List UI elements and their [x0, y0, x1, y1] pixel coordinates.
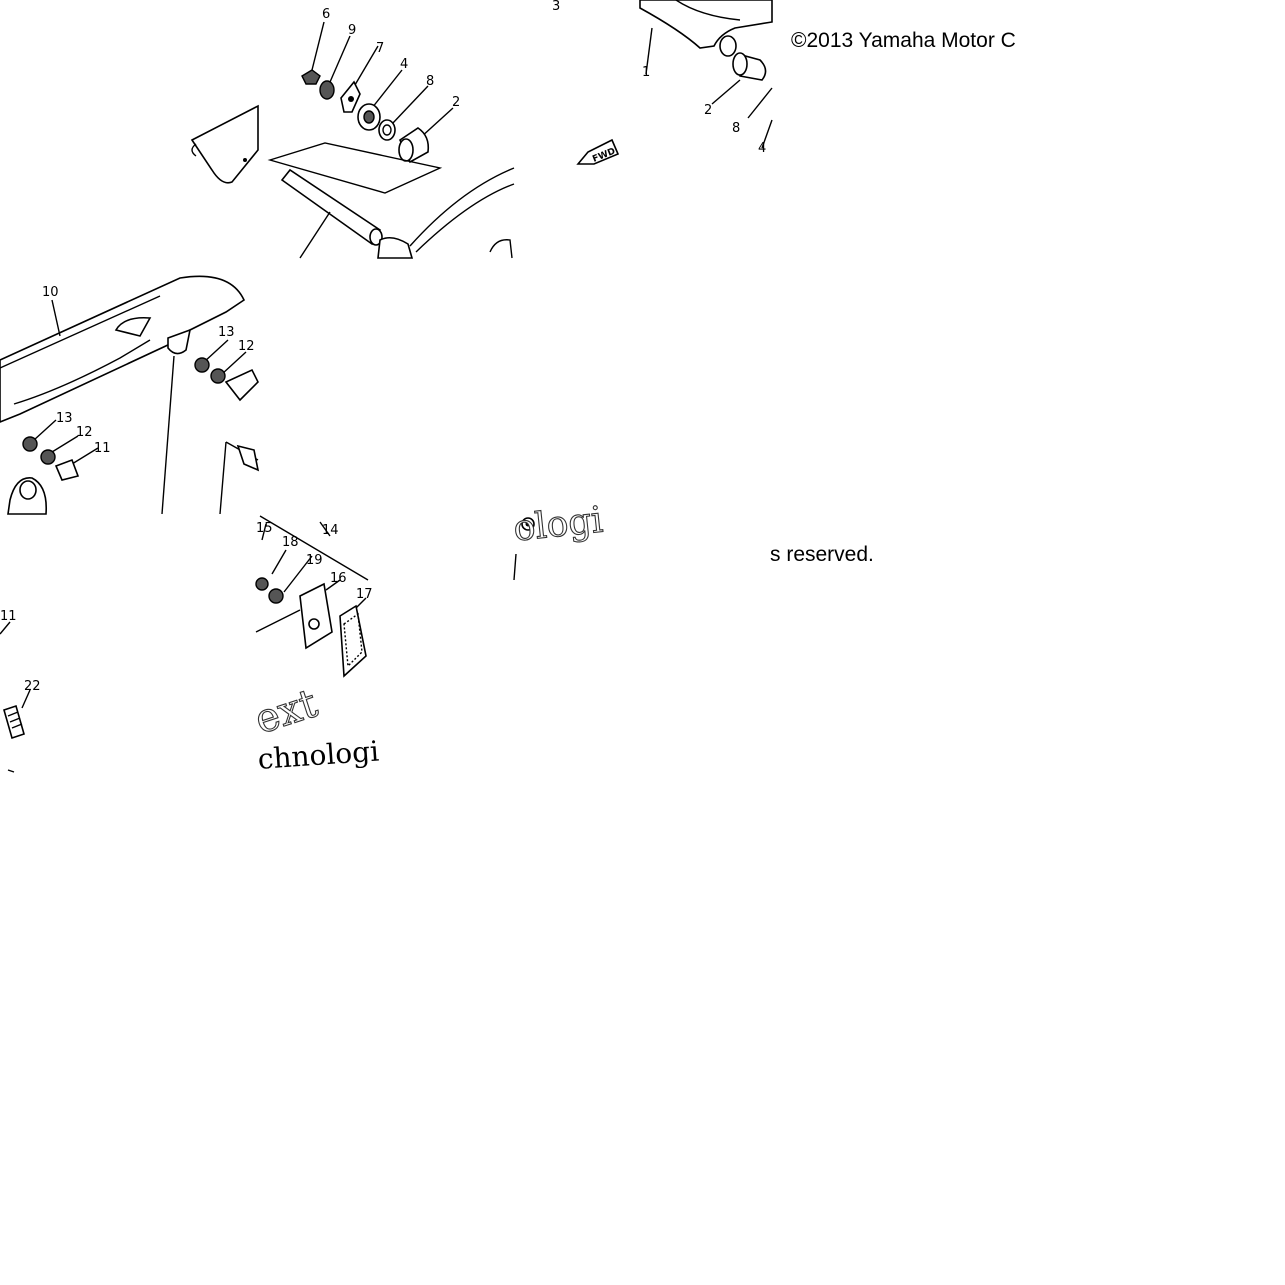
- washer-12: [210, 368, 226, 384]
- callout-13: 13: [218, 325, 235, 340]
- tile-swingarm-pivot: [576, 0, 773, 165]
- callout-4b: 4: [758, 141, 766, 156]
- tile-bushing-exploded: [267, 21, 515, 259]
- callout-11b: 11: [0, 609, 17, 624]
- bracket-16: [299, 582, 333, 650]
- callout-1: 1: [642, 65, 650, 80]
- watermark-fragment-1: ologi: [512, 500, 605, 550]
- callout-labels: 6 9 7 4 8 2 3 1 2 8 4 FWD 10 13 12 13 12…: [0, 0, 766, 694]
- callout-12: 12: [238, 339, 255, 354]
- callout-4: 4: [400, 57, 408, 72]
- callout-6: 6: [322, 7, 330, 22]
- callout-8b: 8: [732, 121, 740, 136]
- bolt-11: [224, 368, 259, 402]
- callout-7: 7: [376, 41, 384, 56]
- tile-reflector-bracket: [255, 515, 369, 678]
- chain-guard-10: [0, 275, 246, 423]
- watermark-fragment-3: chnologi: [257, 735, 380, 776]
- tile-fragment-bottom-left: [0, 621, 31, 773]
- tile-fragment-middle: [513, 517, 535, 581]
- callout-17: 17: [356, 587, 373, 602]
- bolt-22: [3, 704, 25, 740]
- callout-2b: 2: [704, 103, 712, 118]
- callout-15: 15: [256, 521, 273, 536]
- washer-9: [319, 80, 335, 100]
- nut-6: [301, 69, 321, 85]
- callout-10: 10: [42, 285, 59, 300]
- washer-13: [194, 357, 210, 373]
- reflector-17: [339, 604, 367, 678]
- callout-13b: 13: [56, 411, 73, 426]
- callout-16: 16: [330, 571, 347, 586]
- callout-2: 2: [452, 95, 460, 110]
- fwd-arrow: [576, 138, 620, 165]
- callout-9: 9: [348, 23, 356, 38]
- callout-8: 8: [426, 74, 434, 89]
- washer-8: [378, 119, 396, 141]
- tile-chain-guard: [0, 275, 260, 515]
- copyright-line-2: s reserved.: [770, 543, 874, 566]
- tile-top-left: [190, 104, 259, 184]
- callout-11: 11: [94, 441, 111, 456]
- callout-14: 14: [322, 523, 339, 538]
- axle-shaft: [280, 168, 382, 246]
- callout-19: 19: [306, 553, 323, 568]
- copyright-line-1: ©2013 Yamaha Motor C: [791, 29, 1016, 52]
- watermark-fragment-2: ext: [249, 680, 322, 743]
- callout-12b: 12: [76, 425, 93, 440]
- callout-3: 3: [552, 0, 560, 14]
- callout-22: 22: [24, 679, 41, 694]
- callout-18: 18: [282, 535, 299, 550]
